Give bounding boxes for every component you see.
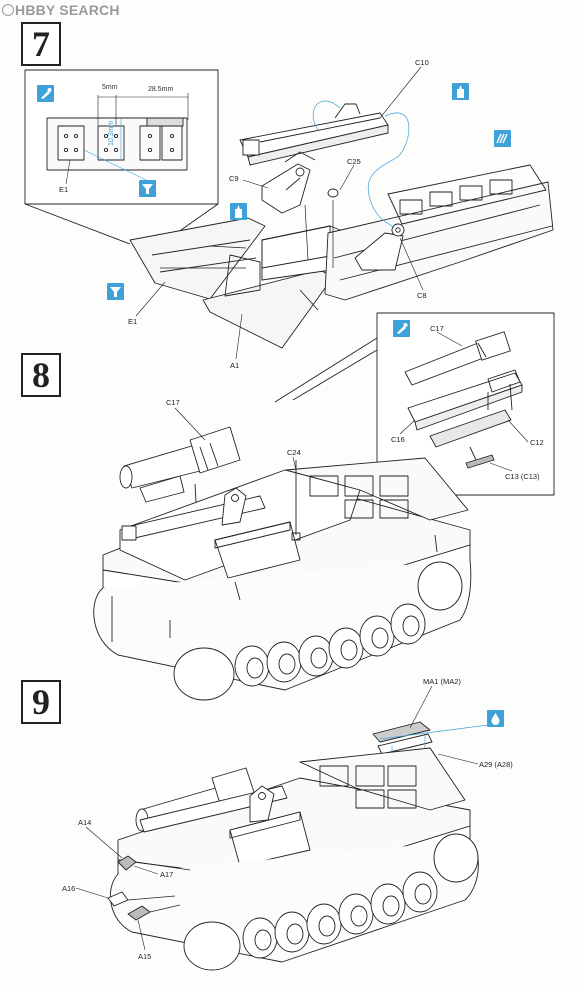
label-a17: A17 bbox=[160, 870, 174, 879]
label-a14: A14 bbox=[78, 818, 92, 827]
label-c9: C9 bbox=[229, 174, 239, 183]
label-a16: A16 bbox=[62, 884, 76, 893]
paint-brush-icon bbox=[37, 85, 54, 102]
label-a15: A15 bbox=[138, 952, 152, 961]
sticker-icon bbox=[494, 130, 511, 147]
label-c24: C24 bbox=[287, 448, 301, 457]
label-c12: C12 bbox=[530, 438, 544, 447]
step-number-8: 8 bbox=[21, 353, 61, 397]
step8-inset-gun-parts bbox=[404, 331, 523, 469]
c9-bracket bbox=[261, 163, 311, 214]
step7-assembly-guides bbox=[160, 100, 410, 269]
paint-drop-icon bbox=[487, 710, 504, 727]
cut-off-icon bbox=[139, 180, 156, 197]
paint-brush-icon-2 bbox=[393, 320, 410, 337]
dimension-28-5mm: 28.5mm bbox=[148, 86, 174, 93]
logo-letter: H bbox=[15, 2, 26, 18]
inset-dimension-lines bbox=[83, 93, 189, 181]
label-c13: C13 (C13) bbox=[505, 472, 540, 481]
label-c17-inset: C17 bbox=[430, 324, 444, 333]
step-number-7: 7 bbox=[21, 22, 61, 66]
c25-washer bbox=[327, 188, 339, 198]
label-a1: A1 bbox=[230, 361, 240, 370]
label-c10: C10 bbox=[415, 58, 429, 67]
dimension-5mm: 5mm bbox=[102, 84, 118, 91]
c10-gun-cradle bbox=[239, 103, 389, 166]
step-number-9: 9 bbox=[21, 680, 61, 724]
label-c8: C8 bbox=[417, 291, 427, 300]
step7-hull-assembly bbox=[129, 164, 554, 349]
label-e1-inset: E1 bbox=[59, 185, 69, 194]
cut-off-icon-2 bbox=[107, 283, 124, 300]
label-a29: A29 (A28) bbox=[479, 760, 513, 769]
logo-circle-icon bbox=[2, 4, 14, 16]
watermark-logo: HBBY SEARCH bbox=[2, 2, 120, 18]
logo-text: BBY SEARCH bbox=[25, 2, 120, 18]
label-c16: C16 bbox=[391, 435, 405, 444]
label-c25: C25 bbox=[347, 157, 361, 166]
glue-icon-2 bbox=[230, 203, 247, 220]
e1-inset-plate bbox=[46, 117, 188, 171]
label-c17: C17 bbox=[166, 398, 180, 407]
glue-icon bbox=[452, 83, 469, 100]
label-e1: E1 bbox=[128, 317, 138, 326]
label-ma1: MA1 (MA2) bbox=[423, 677, 461, 686]
step9-tank-assembly bbox=[107, 721, 489, 971]
step8-tank-assembly bbox=[93, 426, 472, 701]
